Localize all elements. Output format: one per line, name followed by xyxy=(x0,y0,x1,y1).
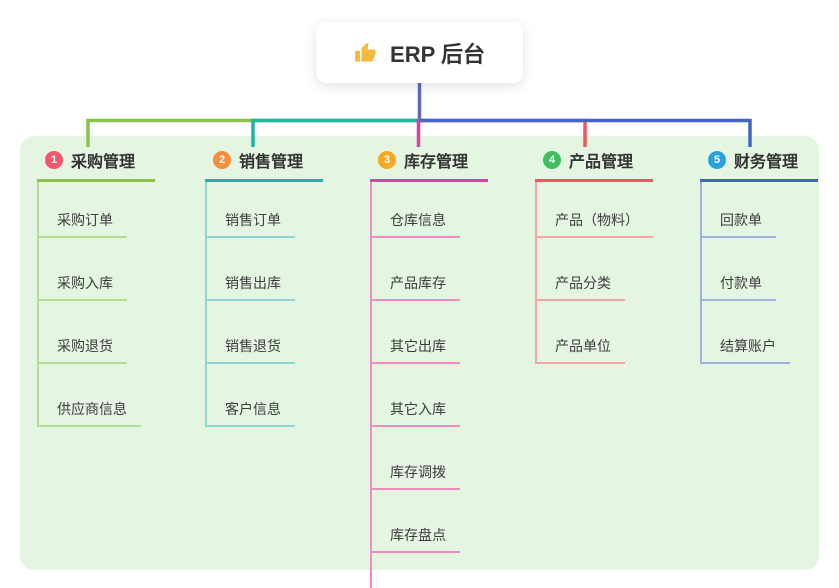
branch-label: 产品管理 xyxy=(569,154,634,171)
branch-item[interactable]: 其它出库 xyxy=(372,301,460,364)
branch: 4 产品管理 产品（物料）产品分类产品单位 xyxy=(535,148,654,364)
branch-item[interactable]: 采购退货 xyxy=(39,301,127,364)
branch-item[interactable]: 其它入库 xyxy=(372,364,460,427)
branch-items: 回款单付款单结算账户 xyxy=(700,182,790,364)
branch-items: 仓库信息产品库存其它出库其它入库库存调拨库存盘点出库库明细 xyxy=(370,182,474,588)
branch-item[interactable]: 库存盘点 xyxy=(372,490,460,553)
branch-item[interactable]: 销售退货 xyxy=(207,301,295,364)
branch-number-badge: 4 xyxy=(543,151,561,169)
branch-item[interactable]: 出库库明细 xyxy=(372,553,474,588)
branch-item[interactable]: 产品库存 xyxy=(372,238,460,301)
branch-item[interactable]: 付款单 xyxy=(702,238,776,301)
branch-item[interactable]: 结算账户 xyxy=(702,301,790,364)
root-label: ERP 后台 xyxy=(390,41,485,67)
branch-header[interactable]: 5 财务管理 xyxy=(700,148,819,182)
branch-item[interactable]: 产品单位 xyxy=(537,301,625,364)
branch: 5 财务管理 回款单付款单结算账户 xyxy=(700,148,819,364)
branch-item[interactable]: 回款单 xyxy=(702,182,776,238)
branch-item[interactable]: 销售出库 xyxy=(207,238,295,301)
root-node[interactable]: ERP 后台 xyxy=(316,22,523,83)
branch-item[interactable]: 库存调拨 xyxy=(372,427,460,490)
branch-number-badge: 1 xyxy=(45,151,63,169)
branch-items: 采购订单采购入库采购退货供应商信息 xyxy=(37,182,141,427)
branch-number-badge: 3 xyxy=(378,151,396,169)
branch-item[interactable]: 产品分类 xyxy=(537,238,625,301)
branch-item[interactable]: 产品（物料） xyxy=(537,182,653,238)
branch-item[interactable]: 客户信息 xyxy=(207,364,295,427)
branch-item[interactable]: 供应商信息 xyxy=(39,364,141,427)
branch-item[interactable]: 采购入库 xyxy=(39,238,127,301)
branch-item[interactable]: 销售订单 xyxy=(207,182,295,238)
branch-label: 采购管理 xyxy=(71,154,136,171)
branch-label: 销售管理 xyxy=(239,154,304,171)
branch-header[interactable]: 2 销售管理 xyxy=(205,148,324,182)
branch-items: 产品（物料）产品分类产品单位 xyxy=(535,182,653,364)
branch: 3 库存管理 仓库信息产品库存其它出库其它入库库存调拨库存盘点出库库明细 xyxy=(370,148,489,588)
branch-label: 库存管理 xyxy=(404,154,469,171)
branch-number-badge: 5 xyxy=(708,151,726,169)
branch-header[interactable]: 3 库存管理 xyxy=(370,148,489,182)
branch: 2 销售管理 销售订单销售出库销售退货客户信息 xyxy=(205,148,324,427)
mindmap-panel xyxy=(20,136,819,570)
branch-header[interactable]: 1 采购管理 xyxy=(37,148,156,182)
branch-item[interactable]: 采购订单 xyxy=(39,182,127,238)
branch-number-badge: 2 xyxy=(213,151,231,169)
thumbs-up-icon xyxy=(354,40,380,66)
branch-items: 销售订单销售出库销售退货客户信息 xyxy=(205,182,295,427)
branch: 1 采购管理 采购订单采购入库采购退货供应商信息 xyxy=(37,148,156,427)
branch-header[interactable]: 4 产品管理 xyxy=(535,148,654,182)
branch-item[interactable]: 仓库信息 xyxy=(372,182,460,238)
branch-label: 财务管理 xyxy=(734,154,799,171)
